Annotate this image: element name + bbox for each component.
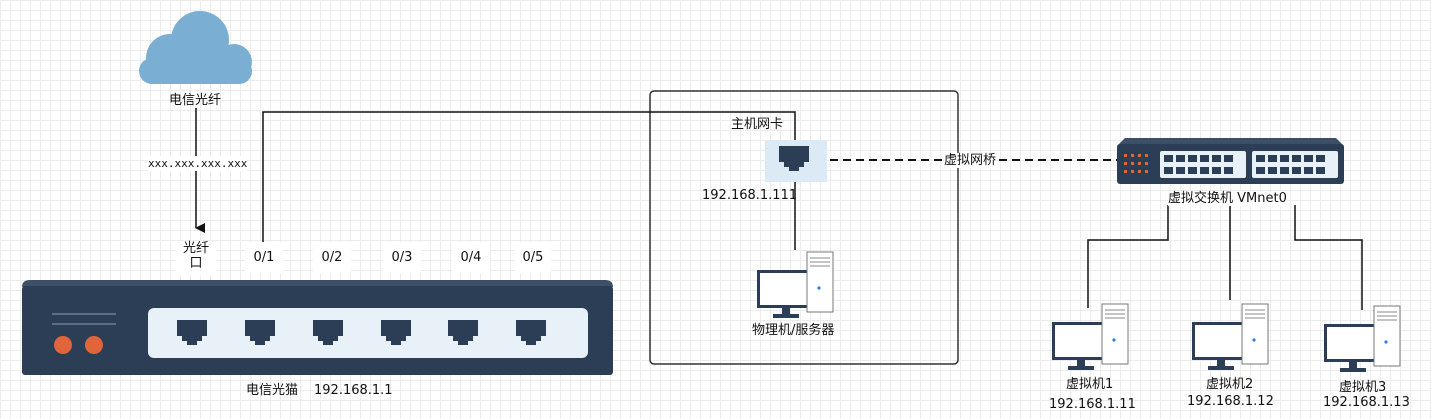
vm1-icon [1051, 303, 1129, 371]
modem-port-0/5-label: 0/5 [515, 242, 551, 273]
modem-name-label: 电信光猫 [246, 383, 299, 398]
vm1-ip-label: 192.168.1.11 [1049, 397, 1136, 412]
cloud-icon [139, 11, 252, 84]
physical-machine-icon [756, 251, 834, 319]
vm2-name-label: 虚拟机2 [1206, 377, 1254, 392]
nic-icon [765, 140, 827, 182]
vm2-ip-label: 192.168.1.12 [1187, 394, 1274, 409]
vm2-icon [1191, 303, 1269, 371]
modem-ip-label: 192.168.1.1 [314, 383, 393, 398]
vm3-icon [1323, 305, 1401, 373]
modem-device [22, 280, 613, 375]
vm3-ip-label: 192.168.1.13 [1323, 395, 1410, 410]
vm3-name-label: 虚拟机3 [1339, 380, 1387, 395]
modem-port-0/3-label: 0/3 [383, 242, 421, 273]
modem-led-1 [54, 336, 72, 354]
modem-port-0/1-label: 0/1 [245, 242, 283, 273]
fiber-port-label: 光纤 口 [176, 241, 216, 275]
fiber-port-label-line1: 光纤 [182, 241, 209, 256]
cable-switch-to-vm1 [1087, 205, 1169, 308]
fiber-link-label: xxx.xxx.xxx.xxx [148, 156, 248, 171]
fiber-port-label-line2: 口 [189, 256, 203, 271]
nic-label: 主机网卡 [731, 117, 784, 132]
virtual-switch-icon [1117, 138, 1344, 184]
modem-led-2 [85, 336, 103, 354]
modem-port-0/4-label: 0/4 [452, 242, 490, 273]
modem-port-0/2-label: 0/2 [313, 242, 351, 273]
physical-machine-label: 物理机/服务器 [752, 323, 835, 338]
nic-ip-label: 192.168.1.111 [702, 188, 798, 203]
cable-switch-to-vm3 [1294, 205, 1363, 310]
vswitch-label: 虚拟交换机 VMnet0 [1168, 191, 1287, 206]
cable-modem-to-nic [262, 111, 796, 245]
cloud-label: 电信光纤 [169, 93, 222, 108]
vm1-name-label: 虚拟机1 [1066, 377, 1114, 392]
bridge-label: 虚拟网桥 [944, 153, 997, 168]
host-container [649, 90, 959, 365]
